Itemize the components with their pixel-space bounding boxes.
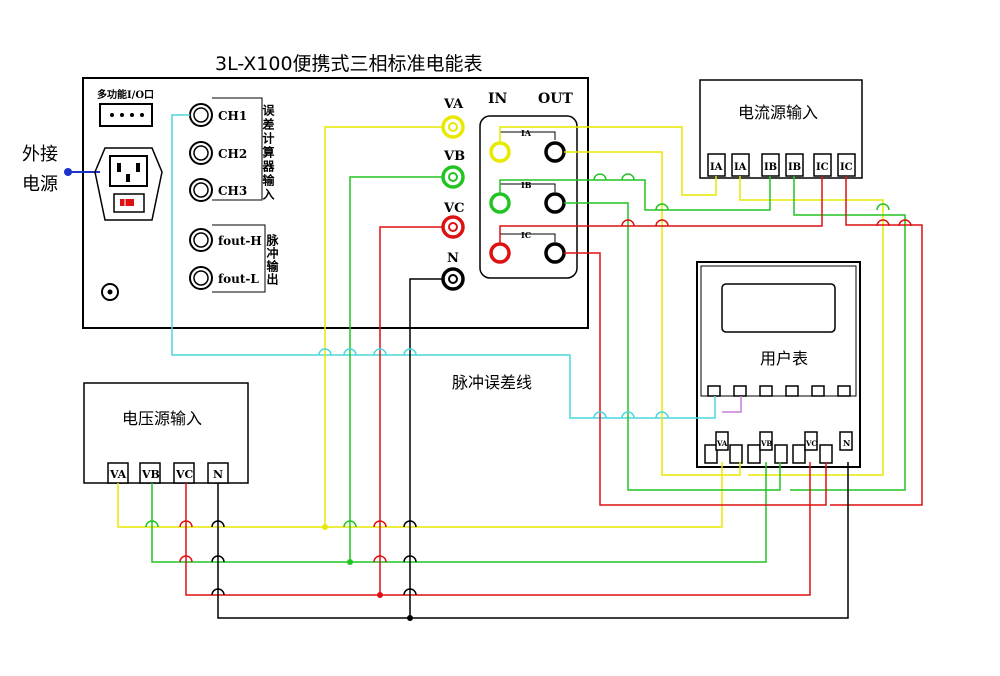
user-meter-va-label: VA — [716, 439, 728, 448]
current-in-c — [489, 242, 511, 264]
user-meter-inner-box — [700, 265, 857, 397]
external-power-label-line2: 电源 — [22, 174, 58, 195]
channel-ch2-label: CH2 — [218, 147, 247, 161]
fout-l-label: fout-L — [218, 272, 259, 286]
std-terminal-n — [441, 267, 465, 291]
channel-ch3: CH3 — [189, 178, 247, 202]
voltage-source-box — [83, 382, 249, 484]
user-meter-vb-label: VB — [760, 439, 772, 448]
fout-bracket — [212, 224, 266, 293]
std-terminal-va-label: VA — [443, 97, 464, 112]
fout-group-label: 脉冲输出 — [265, 233, 279, 286]
current-source-label: 电流源输入 — [738, 103, 818, 122]
wire-phase-c-voltage — [185, 226, 811, 596]
pulse-error-line-label: 脉冲误差线 — [452, 373, 532, 392]
wire-junctions — [322, 524, 413, 621]
fout-l-terminal: fout-L — [189, 266, 259, 290]
fout-h-label: fout-H — [218, 234, 262, 248]
external-power-label-line1: 外接 — [22, 144, 58, 165]
channel-ch3-label: CH3 — [218, 184, 247, 198]
io-port-connector — [99, 103, 153, 127]
current-source-terminal-1: IA — [710, 162, 723, 173]
std-terminal-vb-label: VB — [443, 149, 465, 164]
current-source-terminal-4: IB — [788, 162, 801, 173]
std-terminal-vb — [441, 165, 465, 189]
current-channel-b-label: IB — [521, 180, 532, 190]
current-source-terminal-5: IC — [816, 162, 829, 173]
voltage-source-label: 电压源输入 — [122, 409, 202, 428]
channel-group-label: 误差计算器输入 — [261, 104, 275, 202]
wire-phase-b-current-in — [499, 176, 771, 211]
wire-phase-c-current-out — [564, 176, 923, 506]
user-meter-box — [696, 261, 861, 468]
voltage-source-terminal-vc: VC — [175, 468, 194, 481]
wire-phase-c-current-in — [499, 176, 823, 244]
wire-phase-b-current-out — [564, 176, 906, 491]
voltage-source-terminals — [107, 462, 229, 484]
current-channel-c-label: IC — [521, 230, 531, 240]
current-in-b — [489, 192, 511, 214]
std-terminal-va — [441, 115, 465, 139]
io-port-label: 多功能I/O口 — [97, 88, 154, 101]
ground-terminal-icon — [101, 283, 119, 301]
channel-ch1-label: CH1 — [218, 109, 247, 123]
power-socket-icon — [94, 147, 163, 221]
voltage-source-terminal-vb: VB — [141, 468, 160, 481]
voltage-source-terminal-va: VA — [109, 468, 127, 481]
io-port-pins-icon — [110, 113, 144, 117]
current-source-terminal-2: IA — [734, 162, 747, 173]
user-meter-n-label: N — [843, 438, 850, 448]
in-label: IN — [488, 91, 508, 107]
channel-ch2: CH2 — [189, 141, 247, 165]
wire-phase-a-current-in — [499, 126, 717, 196]
current-out-b — [544, 192, 566, 214]
voltage-source-terminal-n: N — [213, 468, 223, 481]
user-meter-terminal-block — [704, 431, 853, 464]
wire-phase-a-current-out — [564, 151, 884, 476]
current-channel-a-label: IA — [521, 128, 532, 138]
current-in-a — [489, 141, 511, 163]
current-source-box — [699, 79, 863, 179]
current-panel — [479, 115, 578, 279]
std-terminal-vc-label: VC — [443, 201, 464, 216]
current-source-terminal-6: IC — [840, 162, 853, 173]
current-out-a — [544, 141, 566, 163]
user-meter-label: 用户表 — [760, 349, 808, 368]
current-source-terminals — [707, 153, 856, 177]
wire-crossovers — [145, 173, 912, 596]
pulse-error-line-violet — [722, 396, 742, 413]
channel-ch1: CH1 — [189, 103, 247, 127]
pulse-error-line-cyan — [171, 114, 716, 419]
channel-bracket — [212, 97, 263, 201]
current-out-c — [544, 242, 566, 264]
diagram-title: 3L-X100便携式三相标准电能表 — [215, 53, 483, 75]
std-terminal-n-label: N — [447, 251, 459, 266]
out-label: OUT — [538, 91, 573, 107]
user-meter-vc-label: VC — [805, 439, 817, 448]
external-power-dot — [64, 168, 72, 176]
current-source-terminal-3: IB — [764, 162, 777, 173]
user-meter-io-ports — [707, 385, 851, 397]
std-terminal-vc — [441, 215, 465, 239]
fout-h-terminal: fout-H — [189, 228, 262, 252]
user-meter-display — [721, 283, 836, 333]
